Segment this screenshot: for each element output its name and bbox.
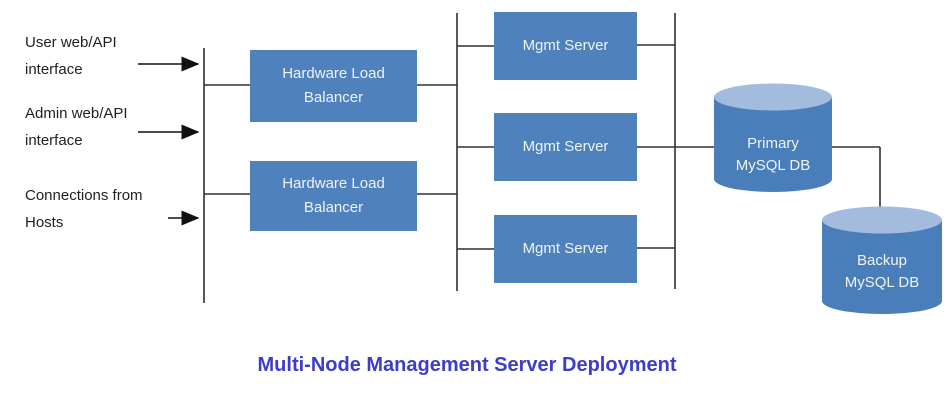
node-label-line: Mgmt Server — [522, 240, 609, 257]
diagram-title: Multi-Node Management Server Deployment — [257, 354, 677, 376]
node-label-line: MySQL DB — [735, 157, 811, 174]
node-label-line: Hardware Load — [282, 175, 385, 192]
backup-db-label: Backup MySQL DB — [822, 250, 942, 294]
node-label-line: Mgmt Server — [522, 138, 609, 155]
load-balancer-2-box: Hardware Load Balancer — [250, 161, 417, 231]
label-line: Hosts — [25, 214, 64, 231]
node-label-line: Hardware Load — [282, 65, 385, 82]
node-label-line: Balancer — [303, 89, 364, 106]
backup-db-cylinder — [822, 206, 942, 314]
mgmt-server-1-box: Mgmt Server — [494, 12, 637, 80]
mgmt-server-2-box: Mgmt Server — [494, 113, 637, 181]
label-line: User web/API — [25, 34, 117, 51]
load-balancer-1-box: Hardware Load Balancer — [250, 50, 417, 122]
node-label-line: Backup — [856, 252, 908, 269]
label-connections-hosts: Connections from Hosts — [25, 182, 143, 236]
label-admin-web-api: Admin web/API interface — [25, 100, 128, 154]
node-label-line: Primary — [747, 135, 799, 152]
mgmt-server-3-box: Mgmt Server — [494, 215, 637, 283]
primary-db-cylinder — [714, 83, 832, 192]
primary-db-label: Primary MySQL DB — [714, 133, 832, 177]
label-line: interface — [25, 61, 83, 78]
node-label-line: Balancer — [303, 199, 364, 216]
label-line: Connections from — [25, 187, 143, 204]
label-user-web-api: User web/API interface — [25, 29, 117, 83]
label-line: interface — [25, 132, 83, 149]
node-label-line: Mgmt Server — [522, 37, 609, 54]
node-label-line: MySQL DB — [844, 274, 920, 291]
label-line: Admin web/API — [25, 105, 128, 122]
